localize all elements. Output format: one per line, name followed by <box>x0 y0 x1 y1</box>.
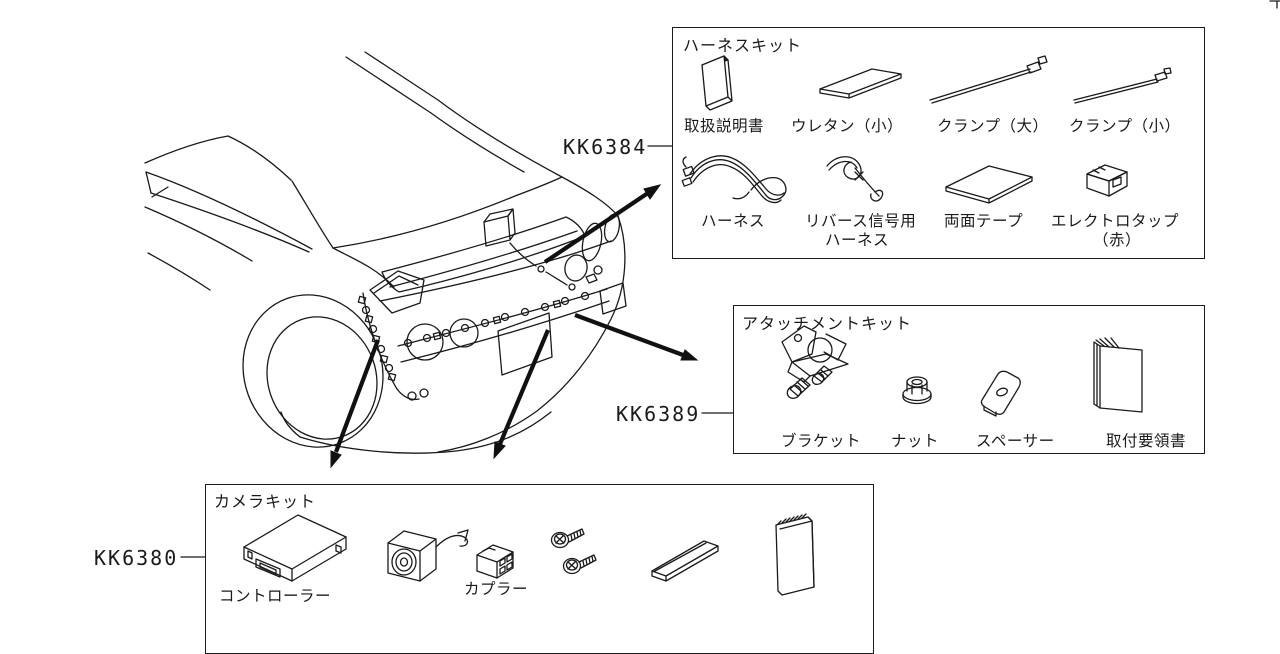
manual-book-icon <box>701 55 733 111</box>
bracket-icon <box>781 325 849 399</box>
cable-clamp-small-icon <box>1073 67 1172 104</box>
item-label: エレクトロタップ <box>1051 212 1180 230</box>
item-label: リバース信号用 <box>805 212 917 230</box>
mounting-strip-icon <box>651 540 719 582</box>
tapping-screws-icon <box>550 528 597 575</box>
spacer-icon <box>980 370 1021 417</box>
manual-book-icon <box>775 513 815 596</box>
controller-unit-icon <box>243 514 347 582</box>
item-label: コントローラー <box>219 587 332 605</box>
harness-clips-bumper <box>403 291 590 348</box>
callout-kk6389: KK6389 <box>616 402 701 426</box>
callout-kk6384: KK6384 <box>563 135 648 159</box>
item-label: 取付要領書 <box>1106 432 1187 450</box>
install-manual-icon <box>1093 337 1143 413</box>
urethane-pad-icon <box>819 68 902 99</box>
item-label-line2: ハーネス <box>825 231 890 249</box>
rear-camera-icon <box>387 529 469 582</box>
callout-kk6380: KK6380 <box>94 546 179 570</box>
attachment-kit-box: アタッチメントキット ブラケット ナット スペーサー 取付要領書 <box>733 305 1205 454</box>
callout-connector-lines <box>180 0 1280 558</box>
harness-clips-left <box>357 295 429 401</box>
item-label: ブラケット <box>781 432 862 450</box>
item-label: カプラー <box>464 580 529 598</box>
nut-icon <box>902 376 932 405</box>
item-label: ナット <box>891 432 940 450</box>
item-label: ハーネス <box>701 212 766 230</box>
parts-diagram-page: { "page": { "background": "#ffffff", "li… <box>94 0 1280 654</box>
item-label: ウレタン（小） <box>791 117 904 135</box>
item-label: クランプ（大） <box>937 117 1049 135</box>
pointer-arrows <box>330 184 699 469</box>
electro-tap-icon <box>1086 164 1128 197</box>
item-label-line2: （赤） <box>1093 231 1142 249</box>
item-label: スペーサー <box>976 432 1055 450</box>
harness-kit-box: ハーネスキット 取扱説明書 ウレタン（小） クランプ（大） クランプ（小） <box>672 27 1205 259</box>
item-label: 取扱説明書 <box>684 117 765 135</box>
item-label: クランプ（小） <box>1069 117 1181 135</box>
coupler-icon <box>476 544 514 579</box>
reverse-signal-harness-icon <box>826 156 884 202</box>
car-body-outline <box>144 51 627 454</box>
harness-cable-icon <box>681 155 787 204</box>
car-rear-diagram <box>144 0 1280 558</box>
cable-clamp-large-icon <box>929 55 1048 104</box>
item-label: 両面テープ <box>944 212 1024 230</box>
attachment-kit-title: アタッチメントキット <box>742 314 913 333</box>
camera-kit-title: カメラキット <box>214 492 317 511</box>
double-sided-tape-icon <box>945 165 1033 204</box>
harness-kit-title: ハーネスキット <box>683 36 803 55</box>
camera-kit-box: カメラキット <box>205 484 874 654</box>
